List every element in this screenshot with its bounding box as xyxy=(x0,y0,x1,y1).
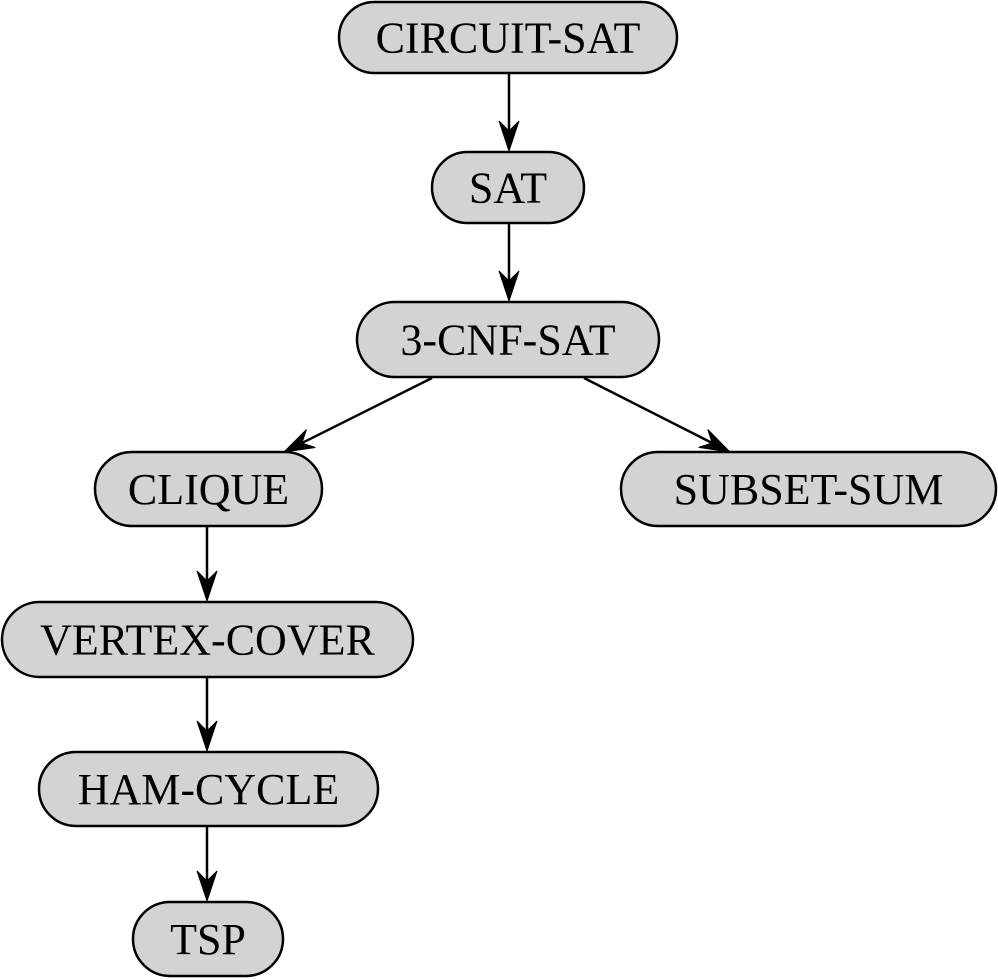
arrow-head-icon xyxy=(196,720,218,753)
edge-ham-cycle-to-tsp xyxy=(196,827,218,903)
edge-vertex-cover-to-ham-cycle xyxy=(196,678,218,753)
node-label-tsp: TSP xyxy=(170,915,246,964)
node-label-ham-cycle: HAM-CYCLE xyxy=(78,765,340,814)
node-box-vertex-cover xyxy=(0,600,415,679)
node-box-tsp xyxy=(131,900,285,978)
node-box-3-cnf-sat xyxy=(355,300,661,379)
node-box-circuit-sat xyxy=(337,0,679,75)
node-label-clique: CLIQUE xyxy=(128,465,289,514)
node-box-subset-sum xyxy=(619,450,998,528)
edges-layer xyxy=(196,74,732,903)
node-tsp: TSP xyxy=(131,900,285,978)
arrow-head-icon xyxy=(196,870,218,903)
node-clique: CLIQUE xyxy=(93,450,324,528)
node-box-clique xyxy=(93,450,324,528)
edge-line xyxy=(301,376,433,445)
node-circuit-sat: CIRCUIT-SAT xyxy=(337,0,679,75)
edge-3-cnf-sat-to-clique xyxy=(282,376,433,453)
node-box-sat xyxy=(430,150,586,225)
arrow-head-icon xyxy=(698,429,732,453)
arrow-head-icon xyxy=(498,120,520,153)
node-subset-sum: SUBSET-SUM xyxy=(619,450,998,528)
node-box-ham-cycle xyxy=(37,750,380,828)
node-label-subset-sum: SUBSET-SUM xyxy=(674,465,944,514)
node-label-vertex-cover: VERTEX-COVER xyxy=(40,616,375,665)
node-3-cnf-sat: 3-CNF-SAT xyxy=(355,300,661,379)
node-vertex-cover: VERTEX-COVER xyxy=(0,600,415,679)
node-ham-cycle: HAM-CYCLE xyxy=(37,750,380,828)
arrow-head-icon xyxy=(196,570,218,603)
node-label-sat: SAT xyxy=(469,164,547,213)
node-sat: SAT xyxy=(430,150,586,225)
edge-3-cnf-sat-to-subset-sum xyxy=(583,376,732,453)
edge-circuit-sat-to-sat xyxy=(498,74,520,153)
node-label-3-cnf-sat: 3-CNF-SAT xyxy=(400,316,615,365)
edge-line xyxy=(583,376,713,445)
arrow-head-icon xyxy=(282,429,316,453)
edge-clique-to-vertex-cover xyxy=(196,527,218,603)
arrow-head-icon xyxy=(498,270,520,303)
node-label-circuit-sat: CIRCUIT-SAT xyxy=(376,14,641,63)
edge-sat-to-3-cnf-sat xyxy=(498,224,520,303)
